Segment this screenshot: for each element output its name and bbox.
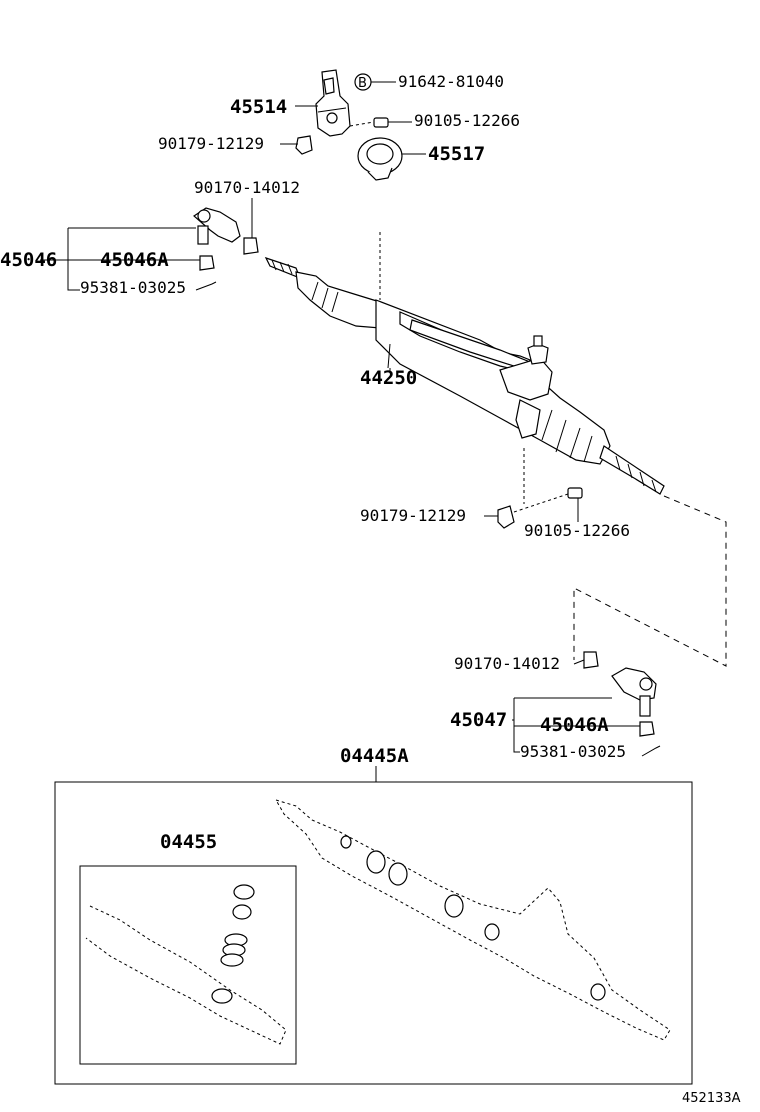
diagram-code: 452133A	[682, 1091, 741, 1106]
cotter-95381-top-drawing	[195, 281, 217, 291]
mid-ghost-link	[513, 493, 569, 513]
bushing-45517-drawing	[357, 137, 403, 181]
callout-90105-12266-top: 90105-12266	[414, 111, 520, 130]
callout-45514: 45514	[230, 96, 287, 118]
leader-lines	[40, 81, 640, 782]
bracket-45514-drawing	[315, 69, 351, 137]
nut-45046a-top-drawing	[199, 255, 215, 271]
callout-90105-12266-mid: 90105-12266	[524, 521, 630, 540]
callout-45517: 45517	[428, 143, 485, 165]
kit-04455-box	[79, 865, 297, 1065]
callout-45046a-bot: 45046A	[540, 714, 609, 736]
tie-rod-end-45046-drawing	[193, 207, 241, 245]
callout-90179-12129-top: 90179-12129	[158, 134, 264, 153]
nut-45046a-bot-drawing	[639, 721, 655, 737]
callout-04445a: 04445A	[340, 745, 409, 767]
callout-91642-81040: 91642-81040	[398, 72, 504, 91]
callout-44250: 44250	[360, 367, 417, 389]
nut-90179-top-drawing	[295, 135, 313, 155]
kit-seal-rings-drawing	[85, 884, 287, 1045]
callout-45046a-top: 45046A	[100, 249, 169, 271]
nut-90170-top-drawing	[243, 237, 259, 255]
callout-45047: 45047	[450, 709, 507, 731]
callout-45046: 45046	[0, 249, 57, 271]
callout-90170-14012-top: 90170-14012	[194, 178, 300, 197]
bolt-90105-mid-drawing	[567, 487, 583, 499]
nut-90179-mid-drawing	[497, 505, 515, 529]
callout-95381-03025-top: 95381-03025	[80, 278, 186, 297]
cotter-95381-bot-drawing	[641, 745, 661, 757]
circle-b-label: B	[358, 76, 367, 91]
nut-90170-bot-drawing	[583, 651, 599, 669]
rack-to-right-end-connector	[573, 495, 727, 667]
kit-04445a-box	[54, 781, 693, 1085]
callout-90170-14012-bot: 90170-14012	[454, 654, 560, 673]
steering-rack-44250-drawing	[264, 232, 665, 495]
bolt-90105-top-drawing	[349, 117, 389, 128]
callout-95381-03025-bot: 95381-03025	[520, 742, 626, 761]
tie-rod-end-45047-drawing	[611, 667, 657, 717]
callout-90179-12129-mid: 90179-12129	[360, 506, 466, 525]
kit-rack-outline-drawing	[274, 799, 671, 1041]
callout-04455: 04455	[160, 831, 217, 853]
